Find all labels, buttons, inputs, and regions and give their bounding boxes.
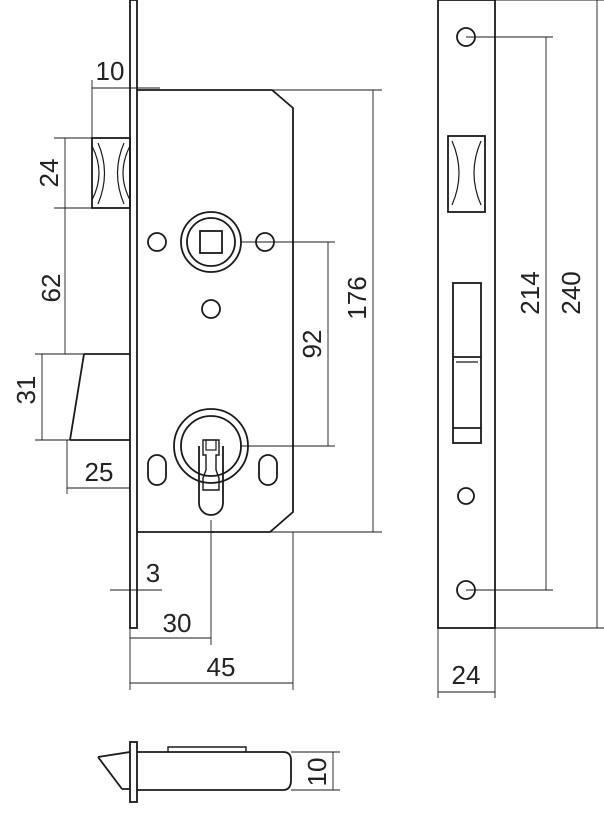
top-case — [137, 751, 292, 791]
dim-fixing-centres: 214 — [515, 271, 545, 314]
side-latch-opening — [452, 282, 482, 444]
dimension-lines — [35, 0, 604, 791]
dim-case-height: 176 — [342, 276, 372, 319]
faceplate-side-view — [437, 0, 496, 629]
dim-faceplate-length: 240 — [556, 271, 586, 314]
fixing-hole — [147, 232, 167, 252]
dim-faceplate-width: 24 — [452, 660, 481, 690]
dim-latch-thickness: 10 — [96, 56, 125, 86]
lock-top-view — [97, 741, 292, 803]
latch-bolt — [69, 353, 130, 441]
slot-hole — [147, 454, 167, 486]
top-latch — [97, 751, 131, 790]
dim-backset: 30 — [163, 608, 192, 638]
side-screw-hole — [457, 487, 475, 505]
lock-case-body — [137, 89, 294, 533]
dim-latch-height: 31 — [11, 376, 41, 405]
dim-faceplate-thickness: 3 — [146, 558, 160, 588]
lock-front-view — [69, 0, 294, 629]
slot-hole — [258, 454, 278, 486]
front-faceplate — [129, 0, 138, 629]
dim-roller-to-latch: 62 — [36, 274, 66, 303]
roller-latch — [91, 137, 131, 209]
euro-cylinder-cutout — [173, 408, 249, 516]
top-bolt-edge — [167, 746, 247, 752]
dim-case-depth: 45 — [207, 652, 236, 682]
dim-latch-projection: 25 — [85, 457, 114, 487]
dim-handle-to-cylinder: 92 — [297, 330, 327, 359]
dim-roller-height: 24 — [34, 159, 64, 188]
follower-spindle-hub — [180, 211, 242, 273]
side-roller-opening — [447, 135, 486, 213]
dim-bolt-thickness: 10 — [302, 758, 332, 787]
top-faceplate — [129, 741, 138, 803]
fixing-hole — [201, 299, 221, 319]
side-faceplate — [437, 0, 496, 629]
